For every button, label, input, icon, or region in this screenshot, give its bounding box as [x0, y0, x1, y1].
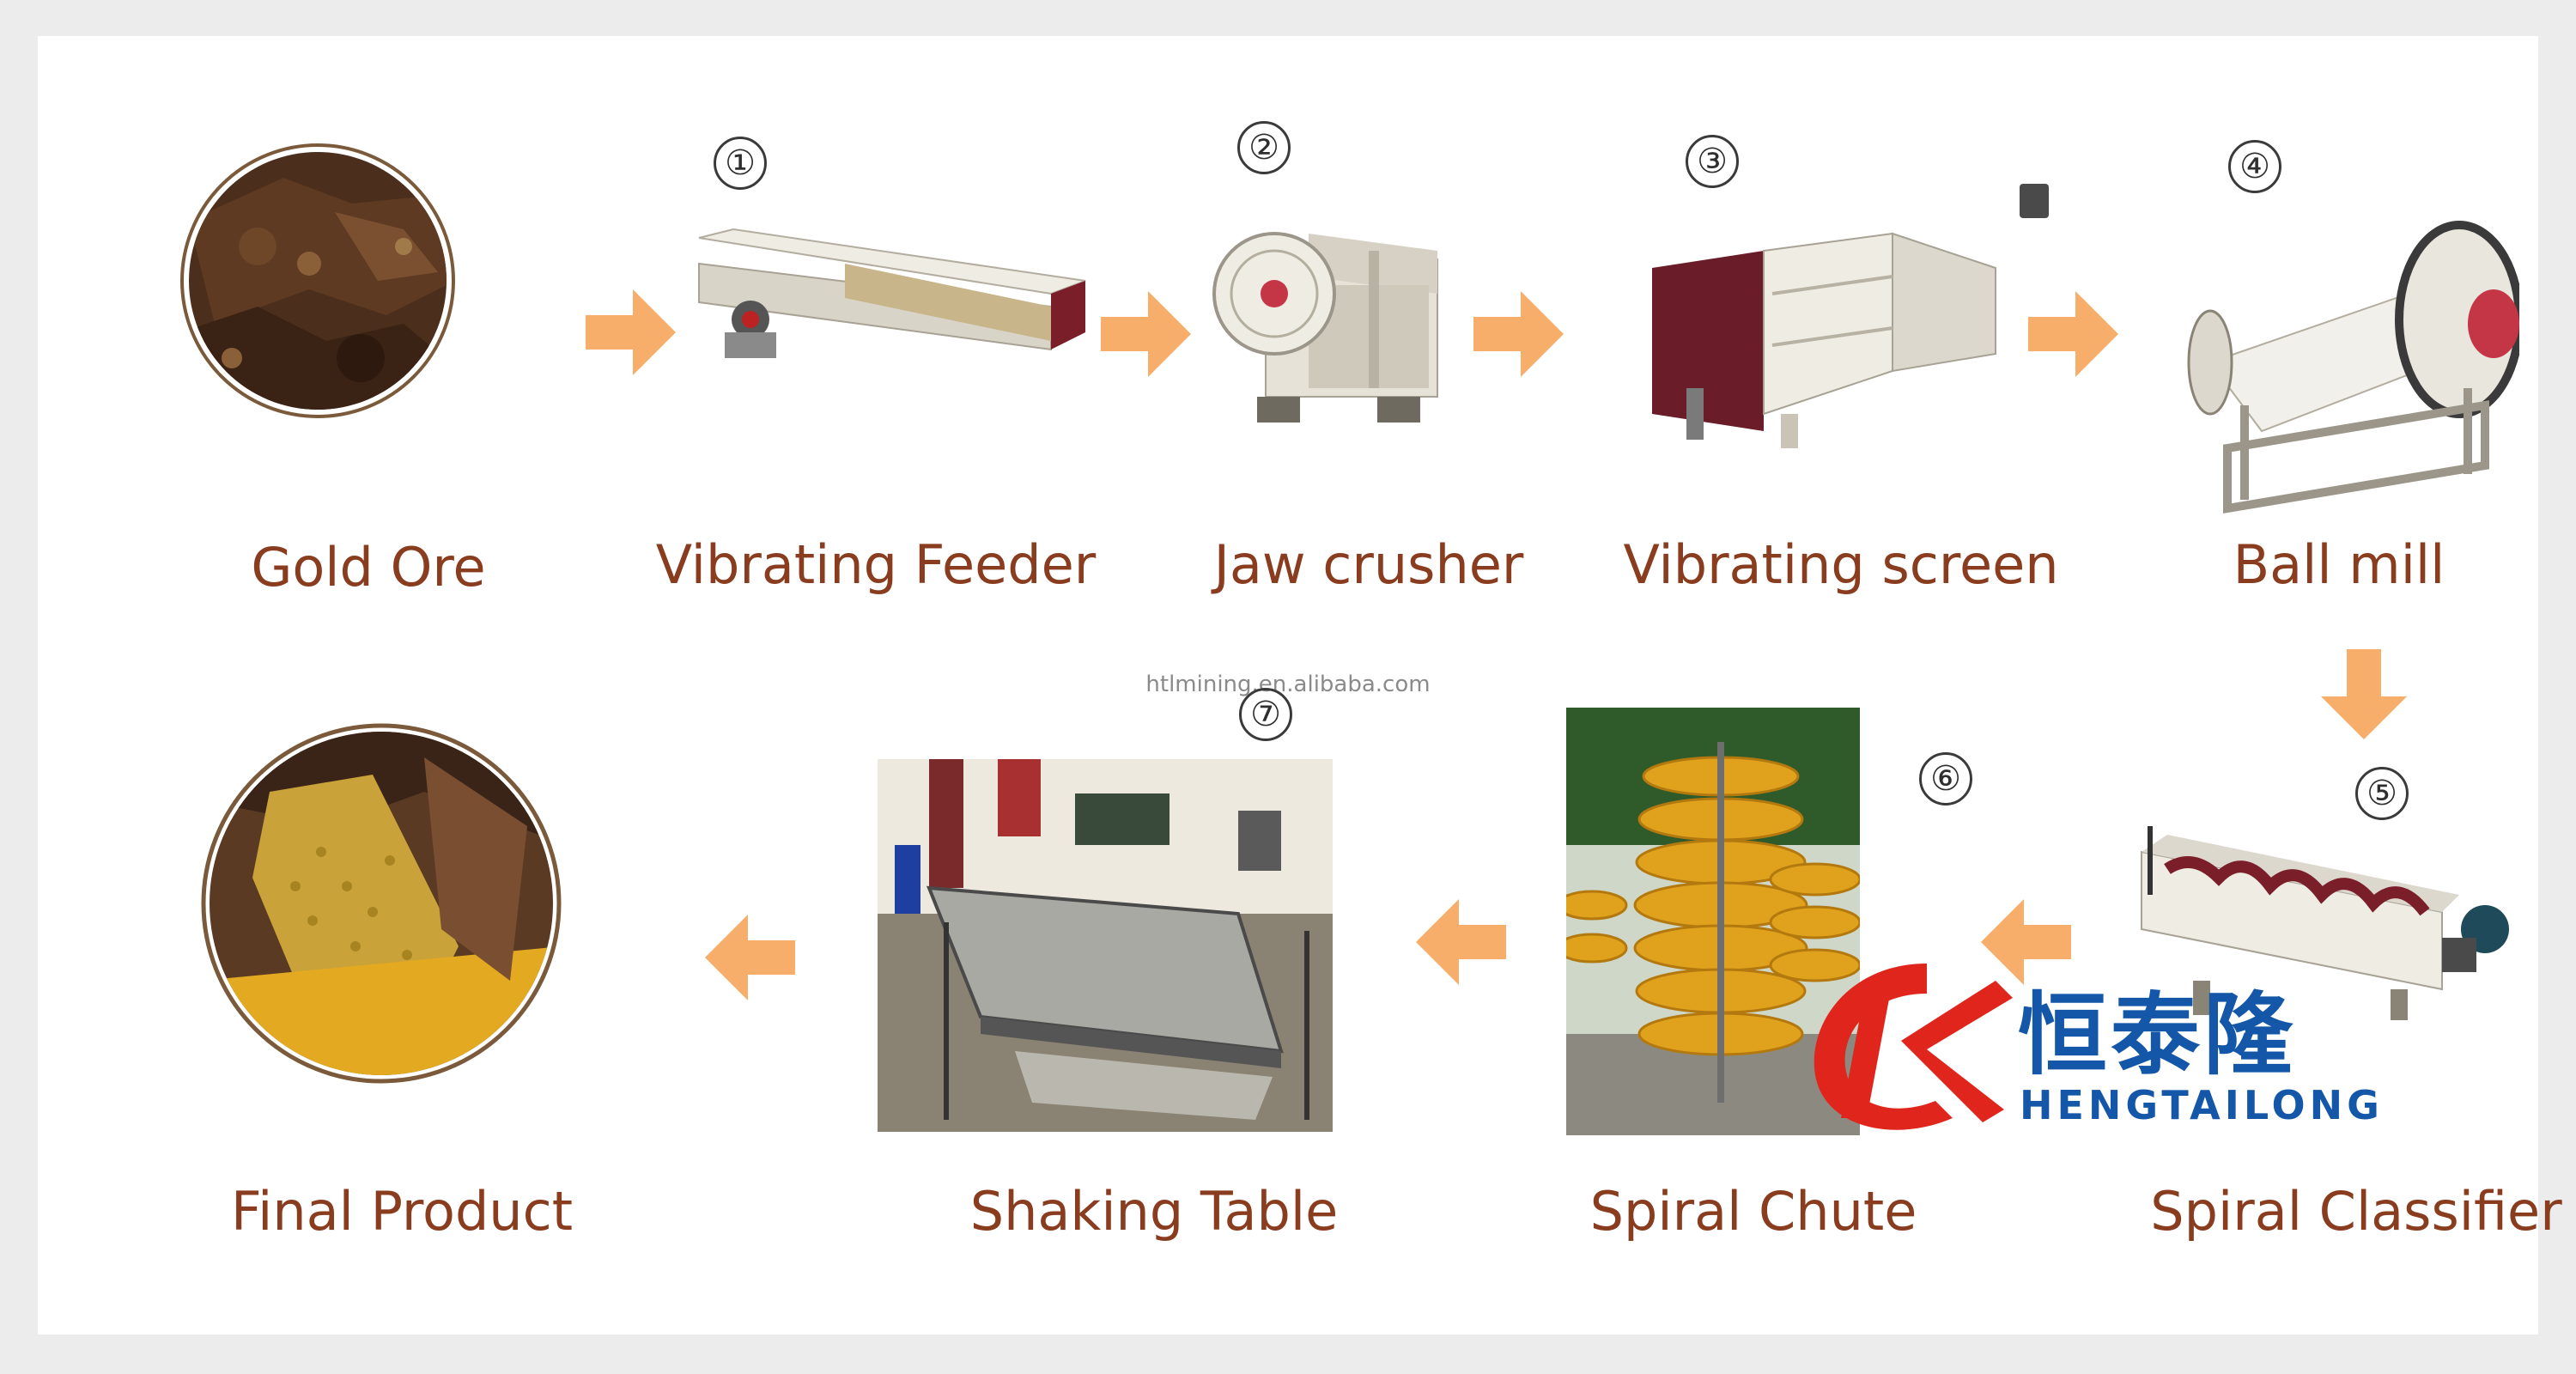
gold-ore-label: Gold Ore	[251, 536, 486, 599]
flow-arrow-3	[1473, 291, 1564, 377]
hengtailong-logo-mark	[1814, 964, 2013, 1130]
step-6-badge: ⑥	[1919, 752, 1972, 806]
diagram-canvas: Gold Ore ① Vibrating Feeder ② Jaw crushe…	[38, 36, 2562, 1334]
decoration-square	[2020, 184, 2049, 218]
ball-mill-label: Ball mill	[2233, 533, 2445, 596]
ball-mill-photo	[2187, 221, 2519, 514]
step-7-badge: ⑦	[1239, 688, 1292, 741]
spiral-classifier-label: Spiral Classifier	[2150, 1180, 2562, 1243]
step-4-badge: ④	[2228, 140, 2281, 193]
vibrating-screen-label: Vibrating screen	[1623, 533, 2059, 596]
final-product-photo	[201, 723, 562, 1084]
final-product-label: Final Product	[230, 1180, 574, 1243]
vibrating-screen-photo	[1652, 232, 1996, 448]
step-2-badge: ②	[1237, 121, 1291, 174]
vibrating-feeder-label: Vibrating Feeder	[655, 533, 1097, 596]
step-3-badge: ③	[1686, 135, 1739, 188]
source-watermark: htlmining.en.alibaba.com	[1145, 672, 1431, 697]
flow-arrow-6	[1981, 899, 2071, 985]
flow-arrow-2	[1101, 291, 1191, 377]
logo-chinese-text: 恒泰隆	[2018, 982, 2297, 1087]
step-1-badge: ①	[714, 137, 767, 190]
vibrating-feeder-photo	[698, 228, 1086, 358]
gold-ore-photo	[180, 143, 455, 418]
spiral-classifier-photo	[2141, 826, 2509, 1020]
flow-arrow-8	[705, 915, 795, 1000]
flow-arrow-7	[1416, 899, 1506, 985]
shaking-table-photo	[878, 759, 1333, 1132]
step-5-badge: ⑤	[2355, 767, 2409, 820]
spiral-chute-label: Spiral Chute	[1589, 1180, 1917, 1243]
flow-arrow-5	[2321, 649, 2407, 739]
jaw-crusher-photo	[1212, 232, 1438, 423]
flow-arrow-1	[586, 289, 676, 375]
spiral-chute-photo	[1566, 708, 1860, 1135]
jaw-crusher-label: Jaw crusher	[1213, 533, 1524, 596]
flow-arrow-4	[2028, 291, 2118, 377]
logo-english-text: HENGTAILONG	[2020, 1082, 2384, 1128]
shaking-table-label: Shaking Table	[969, 1180, 1339, 1243]
